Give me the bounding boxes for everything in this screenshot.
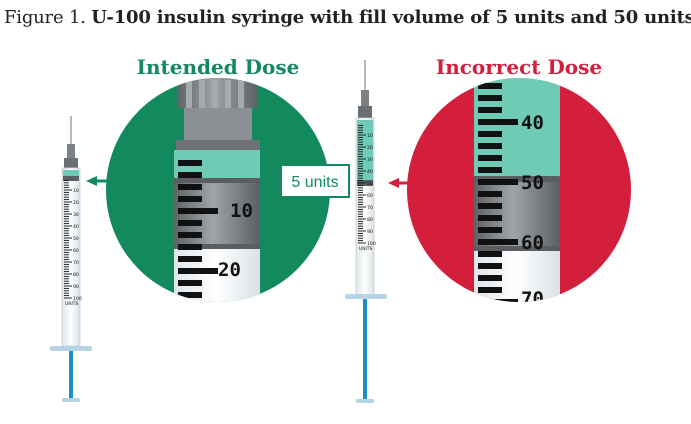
scale-label: 40 (367, 169, 373, 175)
zoom-tick (178, 232, 202, 238)
scale-label: 60 (73, 248, 79, 254)
zoom-tick (478, 167, 502, 173)
plunger-stopper (63, 176, 79, 181)
zoom-tick (178, 244, 202, 250)
zoom-tick (478, 119, 518, 125)
pointer-arrow (86, 176, 97, 186)
scale-label: 80 (73, 272, 79, 278)
scale-label: 50 (73, 236, 79, 242)
zoom-tick (478, 131, 502, 137)
zoom-tick (478, 191, 502, 197)
scale-label: 10 (367, 133, 373, 139)
scale-ticks (358, 124, 366, 244)
scale-label: 60 (367, 193, 373, 199)
scale-label: 90 (73, 284, 79, 290)
figure-title: Figure 1. U-100 insulin syringe with fil… (4, 6, 691, 30)
callout-label: 5 units (291, 174, 338, 191)
plunger-thumb (62, 398, 80, 402)
zoom-tick (478, 143, 502, 149)
zoom-tick (478, 95, 502, 101)
zoom-tick (478, 263, 502, 269)
plunger-thumb (356, 399, 374, 403)
callout-arrow (262, 175, 274, 187)
intended-zoom: 10 20 (174, 78, 260, 302)
zoom-label-20: 20 (218, 259, 241, 281)
zoom-tick (178, 172, 202, 178)
zoom-tick (178, 196, 202, 202)
zoom-tick (178, 160, 202, 166)
zoom-tick (178, 292, 202, 298)
scale-label: 30 (73, 212, 79, 218)
zoom-label-10: 10 (230, 200, 253, 222)
scale-label: 100 (367, 241, 376, 247)
scale-label: 100 (73, 296, 82, 302)
zoom-tick (478, 215, 502, 221)
scale-label: 80 (367, 217, 373, 223)
incorrect-zoom: 40 50 60 70 (474, 78, 560, 310)
scale-ticks (64, 179, 72, 299)
finger-flange (345, 294, 387, 299)
needle-hub (361, 90, 369, 106)
callout-box (280, 164, 350, 198)
zoom-tick (178, 208, 218, 214)
scale-label: 30 (367, 157, 373, 163)
figure-number: Figure 1. (4, 7, 86, 28)
plunger-rod (363, 299, 367, 399)
scale-label: 20 (73, 200, 79, 206)
zoom-tick (178, 280, 202, 286)
plunger-rod (69, 351, 73, 398)
scale-label: 20 (367, 145, 373, 151)
zoom-tick (478, 287, 502, 293)
zoom-label-50: 50 (521, 172, 544, 194)
zoom-tick (478, 251, 502, 257)
finger-flange (50, 346, 92, 351)
units-label: UNITS (65, 301, 78, 307)
zoom-tick (478, 179, 518, 185)
scale-label: 90 (367, 229, 373, 235)
figure-caption: U-100 insulin syringe with fill volume o… (91, 7, 691, 28)
zoom-tick (478, 275, 502, 281)
zoom-tick (178, 184, 202, 190)
scale-label: 50 (367, 181, 373, 187)
zoom-label-40: 40 (521, 112, 544, 134)
zoom-tick (478, 227, 502, 233)
scale-label: 70 (73, 260, 79, 266)
zoom-tick (178, 256, 202, 262)
fluid-fill (63, 170, 79, 176)
fluid-fill-zoom (474, 78, 560, 178)
zoom-label-70: 70 (521, 288, 544, 310)
plunger-stopper-zoom (474, 178, 560, 250)
zoom-tick (478, 203, 502, 209)
zoom-tick (478, 83, 502, 89)
zoom-tick (478, 107, 502, 113)
zoom-label-60: 60 (521, 232, 544, 254)
zoom-tick (178, 268, 218, 274)
needle-hub (67, 144, 75, 158)
zoom-tick (478, 155, 502, 161)
zoom-tick (178, 220, 202, 226)
units-label: UNITS (359, 246, 372, 252)
zoom-tick (478, 239, 518, 245)
pointer-arrow (388, 178, 399, 188)
incorrect-dose-heading: Incorrect Dose (436, 55, 602, 79)
scale-label: 40 (73, 224, 79, 230)
scale-label: 10 (73, 188, 79, 194)
zoom-tick (478, 299, 518, 302)
scale-label: 70 (367, 205, 373, 211)
intended-dose-heading: Intended Dose (137, 55, 300, 79)
